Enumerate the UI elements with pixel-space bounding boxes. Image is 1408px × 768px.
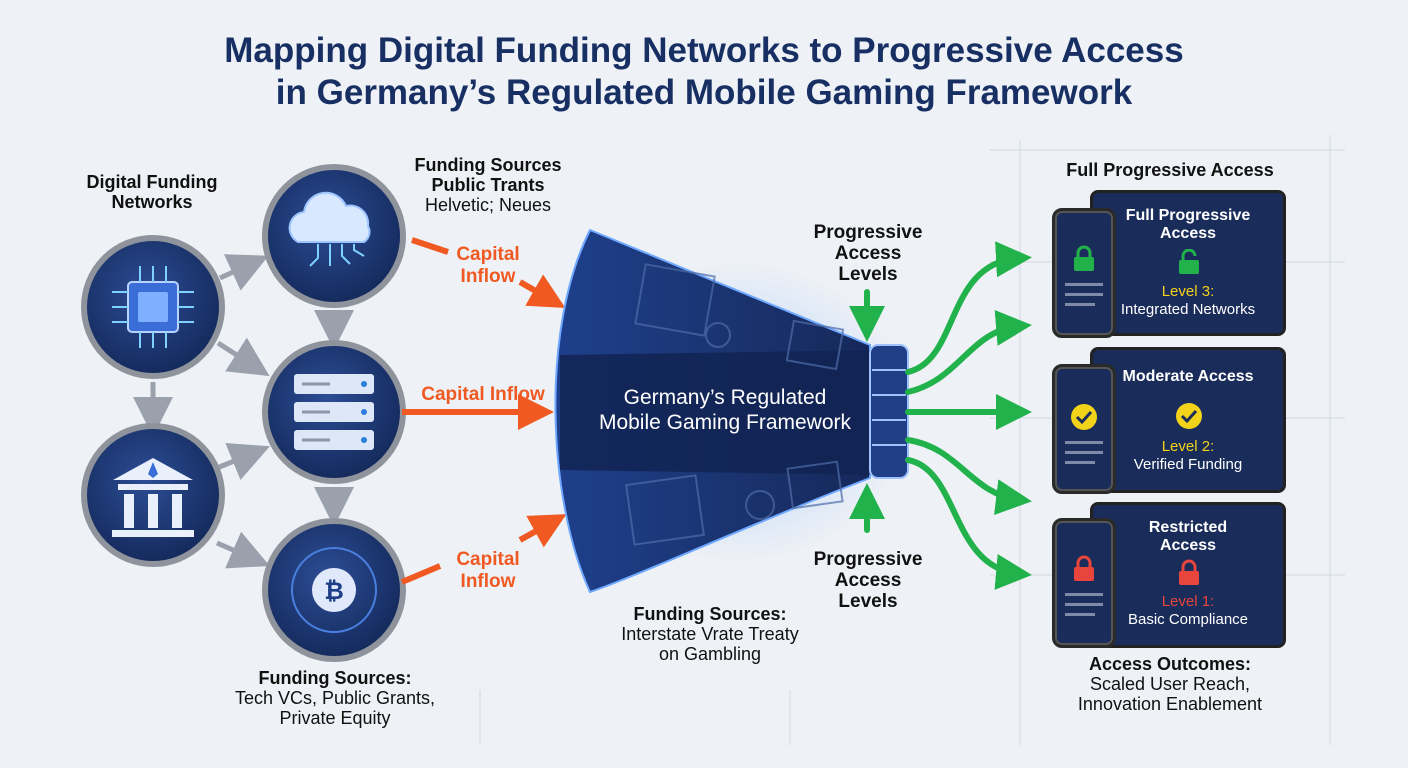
svg-text:₿: ₿	[324, 577, 344, 605]
top-sources-line2: Public Trants	[431, 175, 545, 195]
outcomes-line2: Scaled User Reach,	[1089, 674, 1251, 694]
bottom-sources-line2: Tech VCs, Public Grants,	[234, 688, 436, 708]
network-arrows	[133, 254, 354, 569]
access-levels-bottom-line2: Access	[834, 570, 902, 591]
tier-2-level: Level 2:	[1161, 438, 1215, 455]
outcomes-line1: Access Outcomes:	[1088, 654, 1252, 674]
framework-sources-line1: Funding Sources:	[633, 604, 787, 624]
framework-line1: Germany’s Regulated	[623, 386, 827, 409]
tier-3-level: Level 3:	[1161, 283, 1215, 300]
tier-3-title-line1: Full Progressive	[1125, 207, 1251, 224]
framework-label: Germany’s Regulated Mobile Gaming Framew…	[540, 385, 910, 435]
top-sources-line3: Helvetic; Neues	[424, 195, 552, 215]
node-servers	[262, 340, 406, 484]
capital-inflow-top: Capital Inflow	[436, 244, 540, 288]
tier-3-title: Full Progressive Access	[1093, 207, 1283, 243]
access-levels-bottom-line1: Progressive	[813, 549, 923, 570]
title-line-1: Mapping Digital Funding Networks to Prog…	[224, 31, 1184, 70]
tablet-level-2: Moderate Access Level 2: Verified Fundin…	[1090, 347, 1286, 493]
lock-icon	[1179, 559, 1199, 585]
node-chip	[81, 235, 225, 379]
networks-label: Digital Funding Networks	[72, 172, 232, 212]
right-header: Full Progressive Access	[1066, 160, 1274, 180]
tier-1-desc: Basic Compliance	[1127, 611, 1249, 628]
phone-level-3	[1052, 208, 1116, 338]
access-levels-top: Progressive Access Levels	[798, 222, 938, 285]
tier-2-title-line1: Moderate Access	[1122, 368, 1254, 385]
phone-level-2	[1052, 364, 1116, 494]
inflow-top-line2: Inflow	[460, 266, 516, 287]
lock-icon	[1074, 245, 1094, 271]
access-levels-bottom: Progressive Access Levels	[798, 549, 938, 612]
tier-1-title-line2: Access	[1159, 537, 1217, 554]
access-outcomes: Access Outcomes: Scaled User Reach, Inno…	[1050, 654, 1290, 714]
access-levels-top-line2: Access	[834, 243, 902, 264]
title-line-2: in Germany’s Regulated Mobile Gaming Fra…	[275, 73, 1133, 112]
framework-line2: Mobile Gaming Framework	[598, 411, 852, 434]
capital-inflow-middle: Capital Inflow	[421, 384, 545, 405]
capital-inflow-arrows	[400, 237, 567, 585]
bottom-sources-line1: Funding Sources:	[258, 668, 412, 688]
bottom-sources-line3: Private Equity	[279, 708, 391, 728]
access-levels-bottom-line3: Levels	[838, 591, 898, 612]
inflow-bottom-line1: Capital	[456, 549, 520, 570]
tier-2-desc: Verified Funding	[1133, 456, 1243, 473]
networks-label-line2: Networks	[111, 192, 193, 212]
check-circle-icon	[1071, 404, 1097, 430]
tablet-level-1: Restricted Access Level 1: Basic Complia…	[1090, 502, 1286, 648]
tier-3-title-line2: Access	[1159, 225, 1217, 242]
check-circle-icon	[1176, 403, 1202, 429]
unlock-icon	[1179, 249, 1199, 274]
access-arrows	[849, 241, 1032, 590]
lock-icon	[1074, 555, 1094, 581]
tier-1-level: Level 1:	[1161, 593, 1215, 610]
access-levels-top-line3: Levels	[838, 264, 898, 285]
page-title: Mapping Digital Funding Networks to Prog…	[0, 30, 1408, 114]
networks-label-line1: Digital Funding	[86, 172, 218, 192]
framework-sources-line3: on Gambling	[658, 644, 762, 664]
tier-2-title: Moderate Access	[1093, 368, 1283, 386]
node-cloud	[262, 164, 406, 308]
tier-1-title: Restricted Access	[1093, 519, 1283, 555]
node-bank	[81, 423, 225, 567]
tier-3-desc: Integrated Networks	[1120, 301, 1256, 318]
tier-1-title-line1: Restricted	[1148, 519, 1228, 536]
capital-inflow-bottom: Capital Inflow	[436, 549, 540, 593]
phone-level-1	[1052, 518, 1116, 648]
inflow-bottom-line2: Inflow	[460, 571, 516, 592]
framework-funding-sources: Funding Sources: Interstate Vrate Treaty…	[600, 604, 820, 664]
bottom-funding-sources: Funding Sources: Tech VCs, Public Grants…	[220, 668, 450, 728]
tablet-level-3: Full Progressive Access Level 3: Integra…	[1090, 190, 1286, 336]
node-bitcoin: ₿	[262, 518, 406, 662]
access-levels-top-line1: Progressive	[813, 222, 923, 243]
framework-funnel	[554, 228, 910, 594]
top-sources-line1: Funding Sources	[414, 155, 562, 175]
framework-sources-line2: Interstate Vrate Treaty	[621, 624, 799, 644]
inflow-top-line1: Capital	[456, 244, 520, 265]
top-funding-sources: Funding Sources Public Trants Helvetic; …	[390, 155, 586, 215]
outcomes-line3: Innovation Enablement	[1077, 694, 1263, 714]
